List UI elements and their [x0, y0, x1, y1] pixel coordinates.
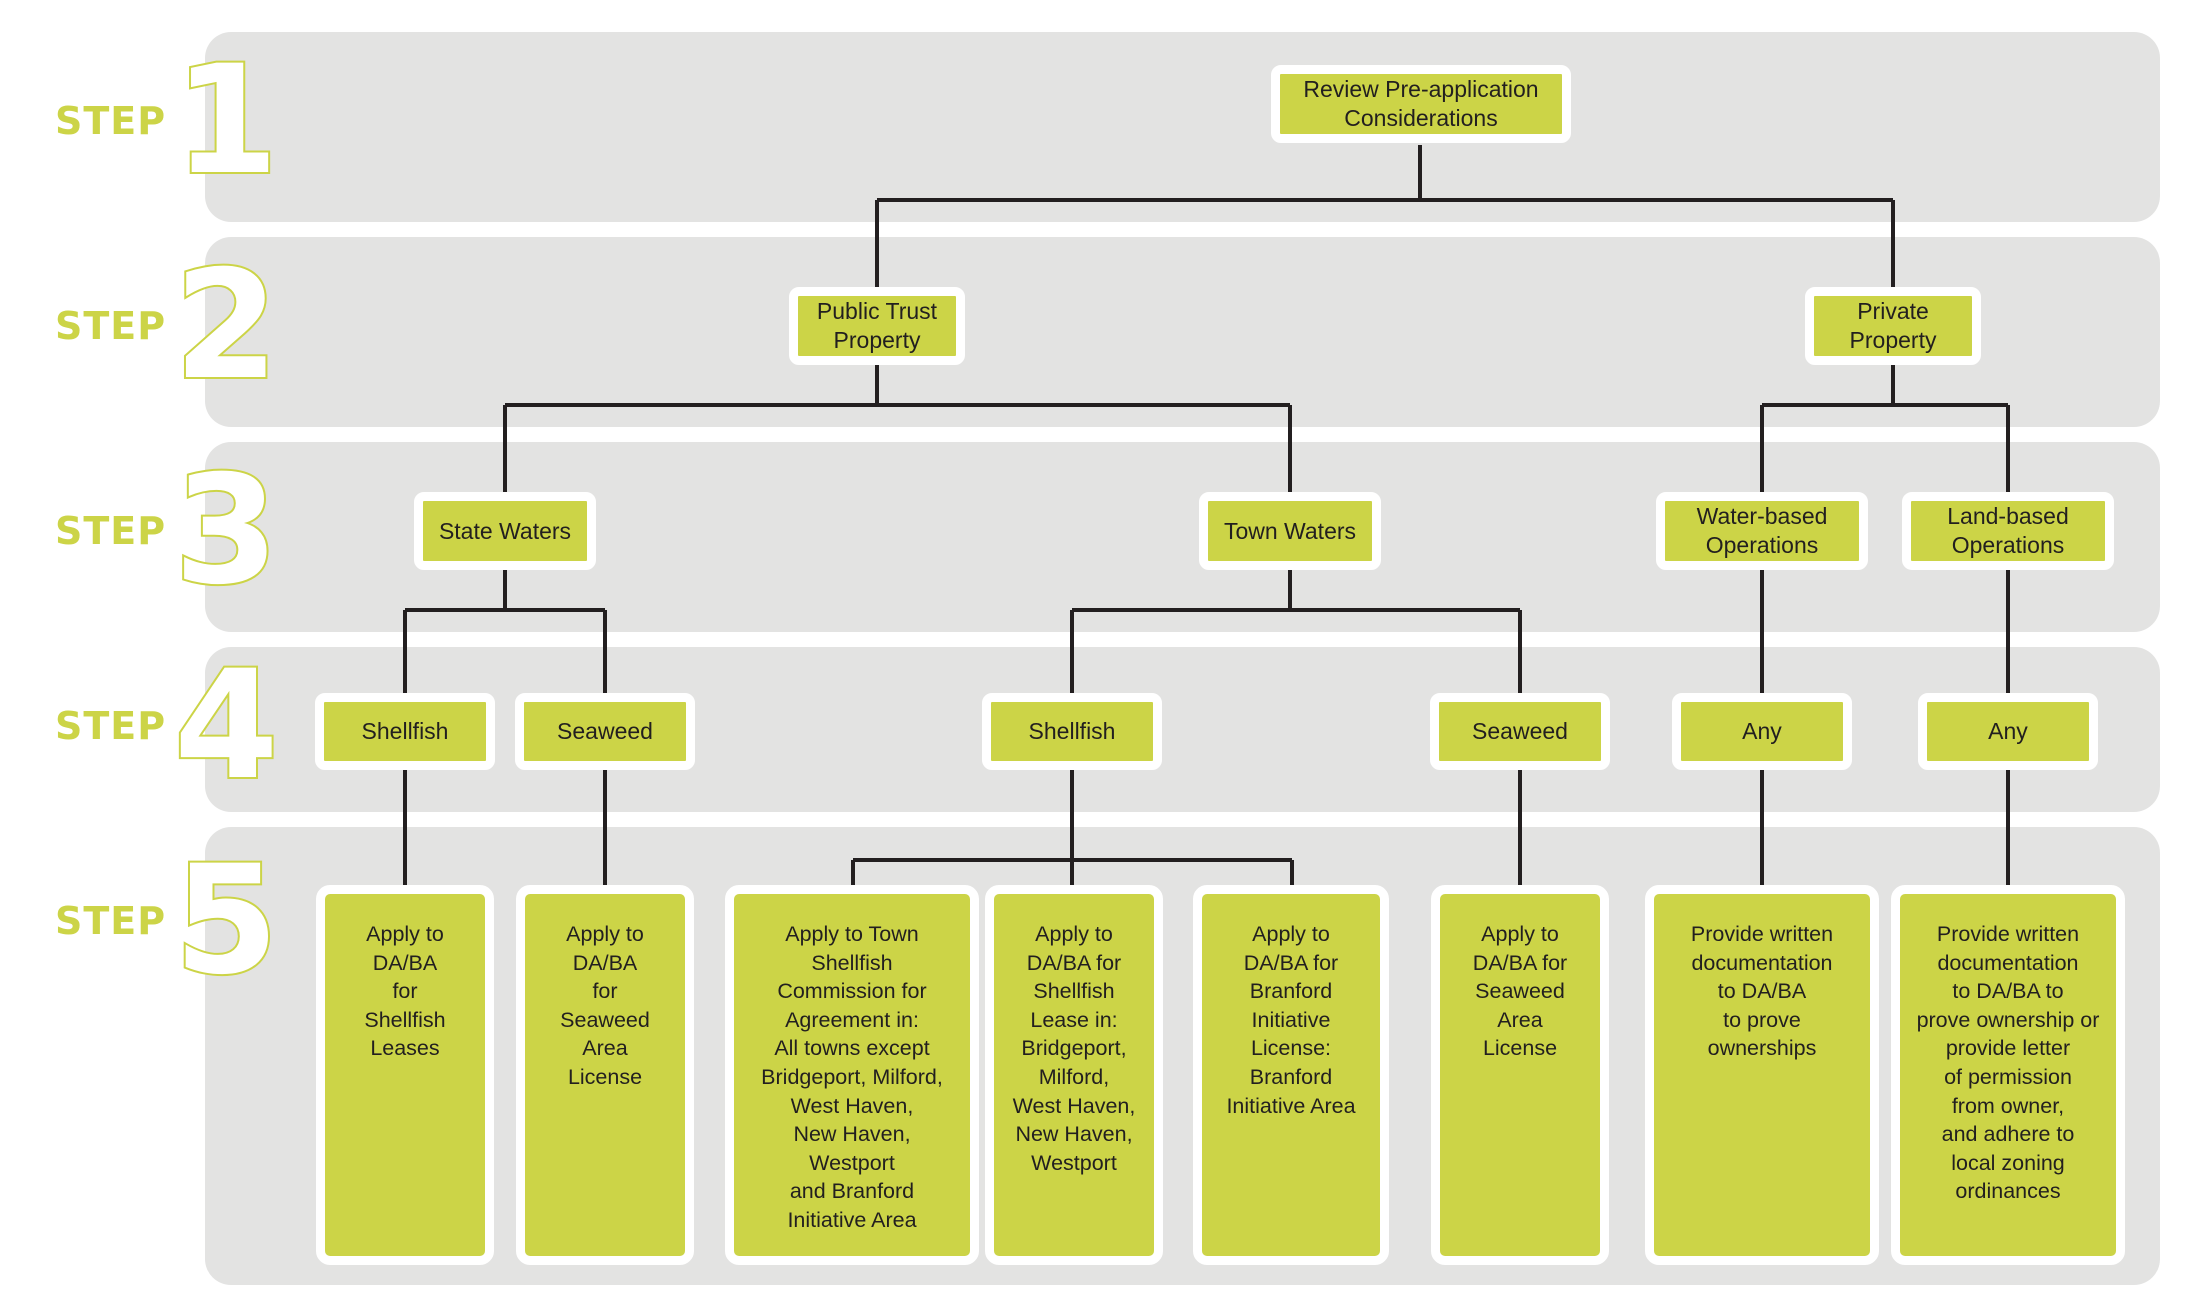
- step-label-number: 4: [172, 639, 280, 813]
- step-band-1: [205, 32, 2160, 222]
- step-label-number: 3: [172, 444, 280, 618]
- step-label-5: STEP 5: [55, 834, 280, 1008]
- node-state-shellfish[interactable]: Shellfish: [315, 693, 495, 770]
- node-land-based-operations[interactable]: Land-based Operations: [1902, 492, 2114, 570]
- node-town-waters[interactable]: Town Waters: [1199, 492, 1381, 570]
- step-label-word: STEP: [55, 509, 167, 553]
- node-apply-shellfish-lease-towns[interactable]: Apply to DA/BA for Shellfish Lease in: B…: [985, 885, 1163, 1265]
- step-label-word: STEP: [55, 704, 167, 748]
- step-label-word: STEP: [55, 899, 167, 943]
- node-water-any[interactable]: Any: [1672, 693, 1852, 770]
- node-apply-town-shellfish-commission[interactable]: Apply to Town Shellfish Commission for A…: [725, 885, 979, 1265]
- step-label-word: STEP: [55, 99, 167, 143]
- node-state-waters[interactable]: State Waters: [414, 492, 596, 570]
- node-town-shellfish[interactable]: Shellfish: [982, 693, 1162, 770]
- step-label-2: STEP 2: [55, 239, 280, 413]
- node-public-trust-property[interactable]: Public Trust Property: [789, 287, 965, 365]
- node-review[interactable]: Review Pre-application Considerations: [1271, 65, 1571, 143]
- node-apply-town-seaweed-license[interactable]: Apply to DA/BA for Seaweed Area License: [1431, 885, 1609, 1265]
- step-label-word: STEP: [55, 304, 167, 348]
- step-label-4: STEP 4: [55, 639, 280, 813]
- step-label-number: 5: [172, 834, 280, 1008]
- step-label-3: STEP 3: [55, 444, 280, 618]
- step-label-number: 2: [172, 239, 280, 413]
- node-town-seaweed[interactable]: Seaweed: [1430, 693, 1610, 770]
- node-apply-state-seaweed-license[interactable]: Apply to DA/BA for Seaweed Area License: [516, 885, 694, 1265]
- node-state-seaweed[interactable]: Seaweed: [515, 693, 695, 770]
- node-provide-documentation-zoning[interactable]: Provide written documentation to DA/BA t…: [1891, 885, 2125, 1265]
- step-label-number: 1: [172, 34, 280, 208]
- node-private-property[interactable]: Private Property: [1805, 287, 1981, 365]
- step-label-1: STEP 1: [55, 34, 280, 208]
- node-provide-documentation-ownership[interactable]: Provide written documentation to DA/BA t…: [1645, 885, 1879, 1265]
- node-water-based-operations[interactable]: Water-based Operations: [1656, 492, 1868, 570]
- node-land-any[interactable]: Any: [1918, 693, 2098, 770]
- node-apply-branford-initiative-license[interactable]: Apply to DA/BA for Branford Initiative L…: [1193, 885, 1389, 1265]
- node-apply-state-shellfish-leases[interactable]: Apply to DA/BA for Shellfish Leases: [316, 885, 494, 1265]
